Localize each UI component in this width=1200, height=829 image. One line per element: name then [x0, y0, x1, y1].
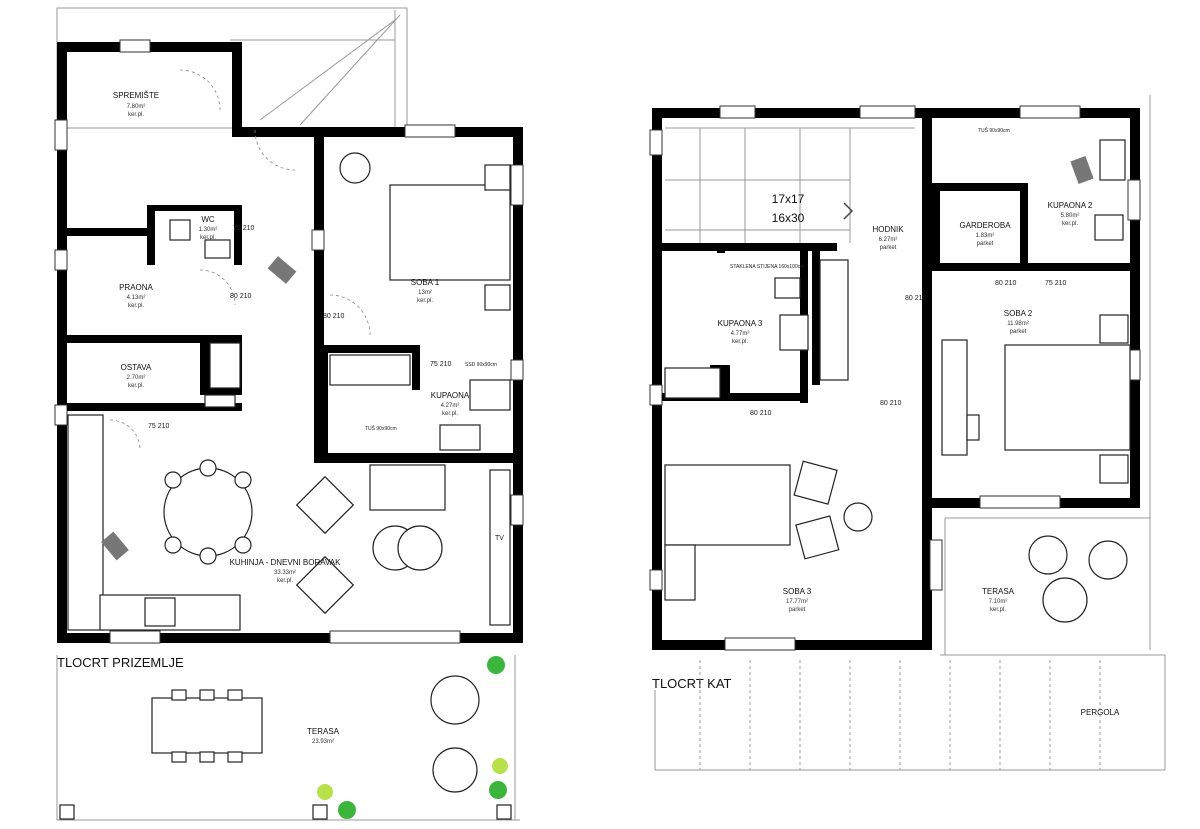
- door-dimension: 80 210: [230, 293, 252, 300]
- ground-floor-plan: SPREMIŠTE 7.80m² ker.pl. WC 1.30m² ker.p…: [54, 7, 524, 821]
- room-area: 33.33m²: [274, 570, 296, 576]
- room-area: 4.77m²: [731, 331, 750, 337]
- room-floor: parket: [789, 607, 806, 613]
- pergola-outline: [654, 95, 1166, 771]
- room-name: KUPAONA 2: [1048, 201, 1093, 210]
- room-label-terasa-upper: TERASA 7.10m² ker.pl.: [982, 587, 1015, 613]
- room-name: GARDEROBA: [959, 221, 1011, 230]
- room-label-kupaona-2: KUPAONA 2 5.80m² ker.pl.: [1048, 201, 1093, 227]
- furniture: [67, 152, 511, 631]
- room-area: 1.83m²: [976, 233, 995, 239]
- room-area: 23.93m²: [312, 739, 334, 745]
- room-area: 11.98m²: [1007, 321, 1029, 327]
- room-label-wc: WC 1.30m² ker.pl.: [199, 215, 218, 241]
- stairs-dimension: 17x17: [772, 192, 805, 206]
- windows: [54, 39, 524, 644]
- room-label-ostava: OSTAVA 2.70m² ker.pl.: [121, 363, 152, 389]
- furniture: [664, 139, 1131, 623]
- room-label-hodnik: HODNIK 6.27m² parket: [872, 225, 904, 251]
- door-dimension: 80 210: [880, 400, 902, 407]
- room-area: 4.13m²: [127, 295, 146, 301]
- room-label-praona: PRAONA 4.13m² ker.pl.: [119, 283, 153, 309]
- room-name: PRAONA: [119, 283, 153, 292]
- room-area: 4.27m²: [441, 403, 460, 409]
- room-label-garderoba: GARDEROBA 1.83m² parket: [959, 221, 1011, 247]
- room-area: 7.80m²: [127, 104, 146, 110]
- room-name: TERASA: [982, 587, 1015, 596]
- room-name: KUPAONA 3: [718, 319, 763, 328]
- upper-floor-plan: 17x17 16x30 HODNIK 6.27m² parket KUPAONA…: [649, 95, 1166, 771]
- room-floor: ker.pl.: [128, 112, 144, 118]
- room-area: 6.27m²: [879, 237, 898, 243]
- room-label-terasa-ground: TERASA 23.93m²: [307, 727, 340, 745]
- ground-terrace: [56, 655, 520, 821]
- room-area: 5.80m²: [1061, 213, 1080, 219]
- door-dimension: 80 210: [905, 295, 927, 302]
- room-floor: ker.pl.: [1062, 221, 1078, 227]
- room-floor: parket: [880, 245, 897, 251]
- door-dimension: 80 210: [995, 280, 1017, 287]
- door-dimension: 80 210: [323, 313, 345, 320]
- room-name: SOBA 3: [783, 587, 812, 596]
- room-name: HODNIK: [872, 225, 904, 234]
- room-floor: ker.pl.: [732, 339, 748, 345]
- room-area: 7.10m²: [989, 599, 1008, 605]
- room-floor: ker.pl.: [128, 383, 144, 389]
- shower-label: TUŠ 90x90cm: [978, 127, 1010, 134]
- door-dimension: 75 210: [1045, 280, 1067, 287]
- room-floor: parket: [977, 241, 994, 247]
- room-floor: ker.pl.: [990, 607, 1006, 613]
- room-name: KUHINJA - DNEVNI BORAVAK: [230, 558, 342, 567]
- stairs-dimension: 16x30: [772, 211, 805, 225]
- interior-walls: [67, 205, 420, 455]
- room-name: SPREMIŠTE: [113, 91, 159, 100]
- room-area: 2.70m²: [127, 375, 146, 381]
- glass-wall-label: STAKLENA STIJENA 160x100cm: [730, 264, 804, 270]
- room-label-soba-1: SOBA 1 13m² ker.pl.: [411, 278, 440, 304]
- ssd-label: SSD 90x90cm: [465, 362, 497, 368]
- door-dimensions: 75 210 80 210 80 210 75 210 75 210: [148, 225, 452, 430]
- room-floor: ker.pl.: [200, 235, 216, 241]
- room-name: KUPAONA: [431, 391, 470, 400]
- room-label-soba-3: SOBA 3 17.77m² parket: [783, 587, 812, 613]
- room-label-kupaona-3: KUPAONA 3 4.77m² ker.pl.: [718, 319, 763, 345]
- room-floor: ker.pl.: [277, 578, 293, 584]
- door-dimension: 75 210: [148, 423, 170, 430]
- door-dimension: 75 210: [233, 225, 255, 232]
- room-name: SOBA 1: [411, 278, 440, 287]
- room-area: 13m²: [418, 290, 432, 296]
- room-name: WC: [201, 215, 215, 224]
- door-swings: [109, 69, 371, 451]
- person-figures: [1070, 155, 1094, 185]
- windows: [649, 105, 1141, 651]
- room-area: 17.77m²: [786, 599, 808, 605]
- shower-label: TUŠ 90x90cm: [365, 425, 397, 432]
- pergola-label: PERGOLA: [1081, 708, 1120, 717]
- room-name: SOBA 2: [1004, 309, 1033, 318]
- door-dimension: 80 210: [750, 410, 772, 417]
- room-floor: ker.pl.: [417, 298, 433, 304]
- room-area: 1.30m²: [199, 227, 218, 233]
- room-label-soba-2: SOBA 2 11.98m² parket: [1004, 309, 1033, 335]
- door-dimension: 75 210: [430, 361, 452, 368]
- tv-label: TV: [495, 535, 504, 542]
- room-label-spremiste: SPREMIŠTE 7.80m² ker.pl.: [113, 91, 159, 118]
- stairs: 17x17 16x30: [665, 127, 915, 243]
- upper-floor-title: TLOCRT KAT: [652, 676, 732, 691]
- room-label-kuhinja: KUHINJA - DNEVNI BORAVAK 33.33m² ker.pl.: [230, 558, 342, 584]
- room-floor: ker.pl.: [442, 411, 458, 417]
- room-floor: ker.pl.: [128, 303, 144, 309]
- room-label-kupaona: KUPAONA 4.27m² ker.pl.: [431, 391, 470, 417]
- ground-floor-title: TLOCRT PRIZEMLJE: [57, 655, 184, 670]
- person-figures: [101, 256, 297, 561]
- room-name: OSTAVA: [121, 363, 152, 372]
- door-dimensions: 80 210 80 210 75 210 80 210 80 210: [750, 280, 1067, 417]
- room-name: TERASA: [307, 727, 340, 736]
- room-floor: parket: [1010, 329, 1027, 335]
